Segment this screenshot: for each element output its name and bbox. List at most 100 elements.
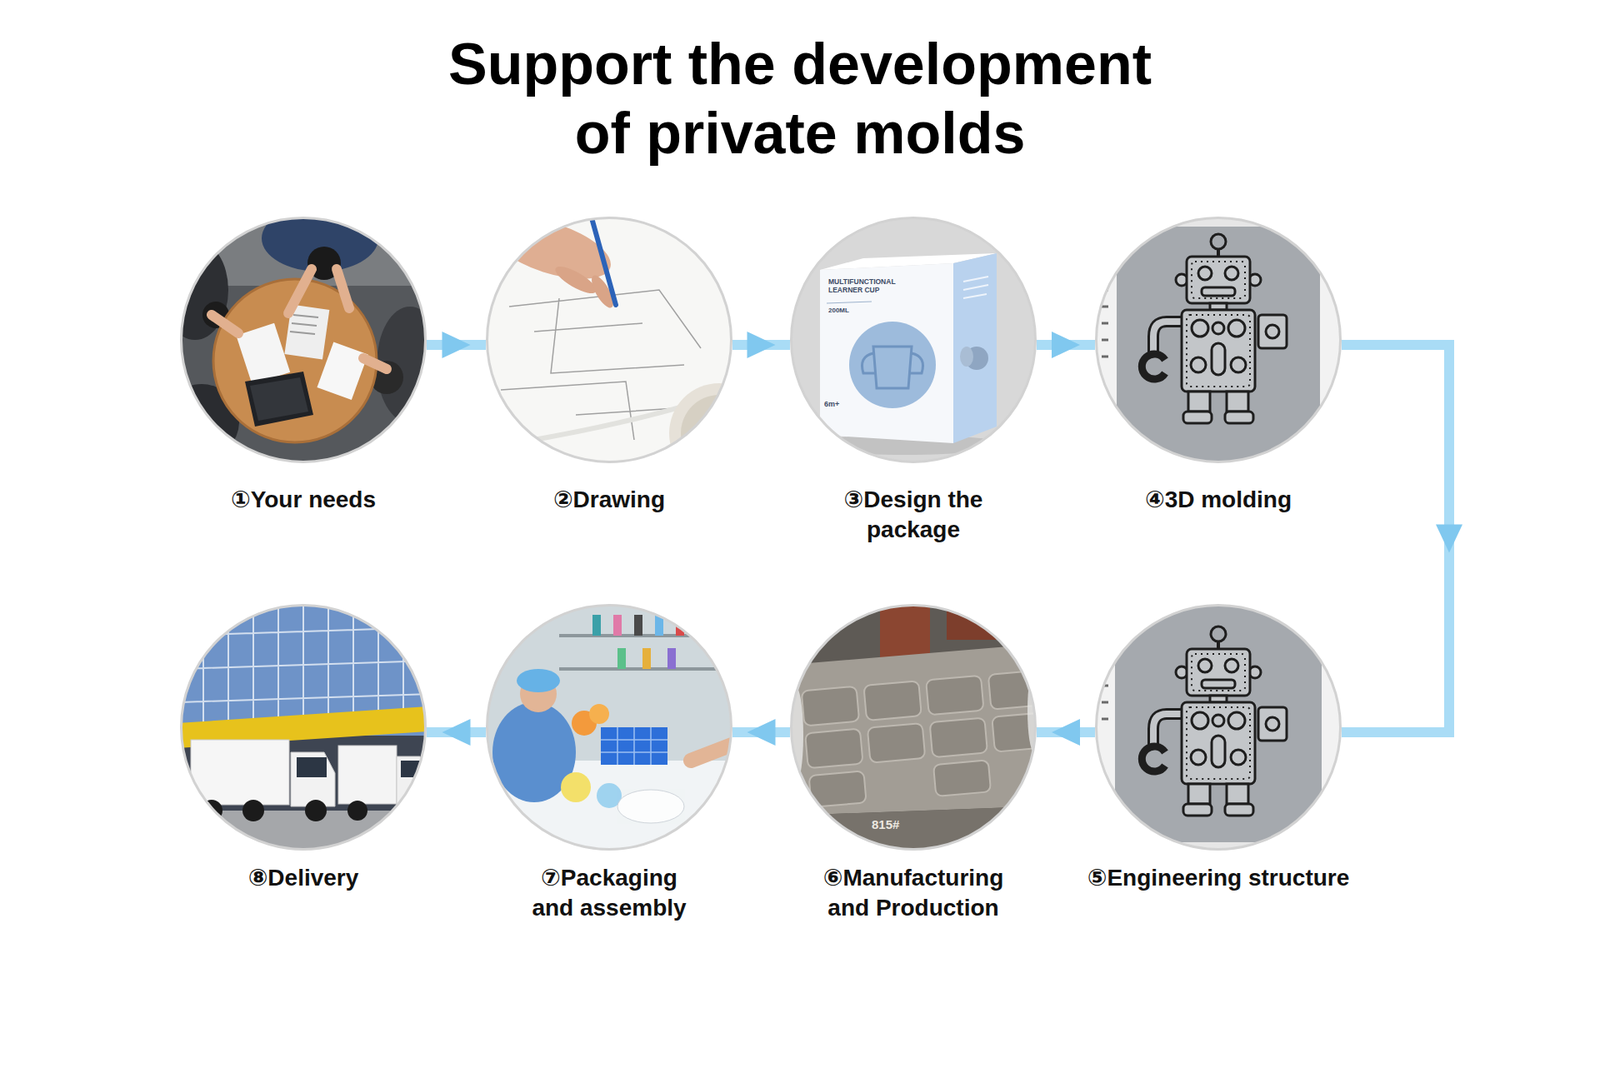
meeting-photo xyxy=(161,205,444,465)
basket xyxy=(600,727,668,765)
arrow-head xyxy=(747,719,776,746)
step-circle: ①Your needs xyxy=(180,216,427,464)
arm xyxy=(363,358,387,370)
flow-connector xyxy=(1036,331,1095,359)
wheel xyxy=(200,800,223,822)
flow-connector xyxy=(426,331,486,359)
arm xyxy=(336,269,350,309)
step-circle: ④3D molding xyxy=(1095,216,1342,464)
printed-label: 815# xyxy=(871,817,922,832)
step-label: ⑦Packaging and assembly xyxy=(524,863,695,924)
arrow-head xyxy=(442,719,471,746)
box-rule xyxy=(826,301,872,304)
photo-ground xyxy=(788,215,1039,465)
circle-outline xyxy=(180,216,427,464)
cavity xyxy=(930,718,988,759)
circle-border xyxy=(181,218,426,463)
step-label: ②Drawing xyxy=(442,485,776,515)
cad-icons xyxy=(1101,273,1109,357)
cavity xyxy=(991,712,1050,753)
circle-border xyxy=(1096,605,1341,850)
flow-connector xyxy=(732,719,790,746)
diagram-title: Support the development of private molds xyxy=(433,30,1167,169)
worker-cap xyxy=(516,669,560,693)
cad-screen xyxy=(1093,215,1344,465)
drawing-photo xyxy=(483,205,770,484)
flow-connector xyxy=(1036,719,1095,746)
truck-box xyxy=(190,740,290,805)
printed-label: MULTIFUNCTIONAL LEARNER CUP xyxy=(828,278,905,295)
arrow-head xyxy=(1051,719,1080,746)
laptop-keys xyxy=(250,377,309,421)
sketch-lines xyxy=(500,290,701,440)
building-glass xyxy=(178,602,429,853)
paper-lines xyxy=(290,315,319,335)
box-front xyxy=(820,263,954,444)
arrow-head xyxy=(1051,331,1080,359)
cavity xyxy=(988,670,1046,710)
arm xyxy=(211,315,239,334)
cavity xyxy=(801,686,860,727)
cup-picture xyxy=(849,321,936,409)
cavity xyxy=(805,729,863,770)
circle-outline xyxy=(485,604,733,851)
bottle xyxy=(592,615,601,636)
arrow-head xyxy=(747,331,776,359)
step-circle: ②Drawing xyxy=(485,216,733,464)
bottle xyxy=(634,615,643,636)
cup xyxy=(669,383,770,484)
delivery-photo xyxy=(178,602,429,853)
cavity xyxy=(867,723,925,764)
ground xyxy=(178,810,429,853)
arrow-head xyxy=(1435,525,1463,554)
cad-viewport xyxy=(1093,215,1344,465)
step-label: ⑥Manufacturing and Production xyxy=(809,863,1018,924)
paper xyxy=(316,342,368,401)
circle-border xyxy=(487,218,732,463)
step-label: ⑧Delivery xyxy=(136,863,470,894)
step-circle: ⑧Delivery xyxy=(180,604,427,851)
bottle xyxy=(613,615,622,636)
mold-cavities xyxy=(801,670,1054,808)
workshop-photo xyxy=(484,602,735,853)
elephant-ear xyxy=(960,346,974,367)
connector-line xyxy=(1341,345,1450,733)
step-circle: ③Design the package xyxy=(790,216,1037,464)
printed-label: 200ML xyxy=(828,306,879,315)
circle-border xyxy=(791,605,1036,850)
robot-model xyxy=(1141,234,1287,424)
truck-window xyxy=(296,757,327,778)
truck-box xyxy=(338,745,397,805)
arrow-head xyxy=(442,331,471,359)
circle-outline xyxy=(180,604,427,851)
circle-border xyxy=(1096,218,1341,463)
side-text-lines xyxy=(963,276,989,299)
circle-border xyxy=(791,218,1036,463)
parts xyxy=(589,704,610,725)
printed-label: 6m+ xyxy=(824,400,858,409)
photo-ground xyxy=(484,602,735,853)
paper xyxy=(484,215,735,465)
circle-outline xyxy=(1095,604,1342,851)
step-label: ③Design the package xyxy=(821,485,1005,545)
step-circle: ⑦Packaging and assembly xyxy=(485,604,733,851)
flow-connector xyxy=(426,719,486,746)
wheel xyxy=(347,800,368,821)
arm xyxy=(288,269,312,314)
circle-outline xyxy=(790,604,1037,851)
parts xyxy=(560,772,591,803)
bottle xyxy=(617,648,626,670)
wheel xyxy=(305,800,327,822)
circle-outline xyxy=(1095,216,1342,464)
wheel xyxy=(401,800,422,821)
cavity xyxy=(933,760,991,797)
circle-outline xyxy=(485,216,733,464)
bottle xyxy=(667,648,676,670)
box-side xyxy=(953,253,997,444)
window-grid xyxy=(178,602,429,728)
circle-outline xyxy=(790,216,1037,464)
cavity xyxy=(863,680,921,721)
step-circle: ⑥Manufacturing and Production xyxy=(790,604,1037,851)
mold-photo xyxy=(786,602,1054,853)
shelf xyxy=(559,635,735,670)
